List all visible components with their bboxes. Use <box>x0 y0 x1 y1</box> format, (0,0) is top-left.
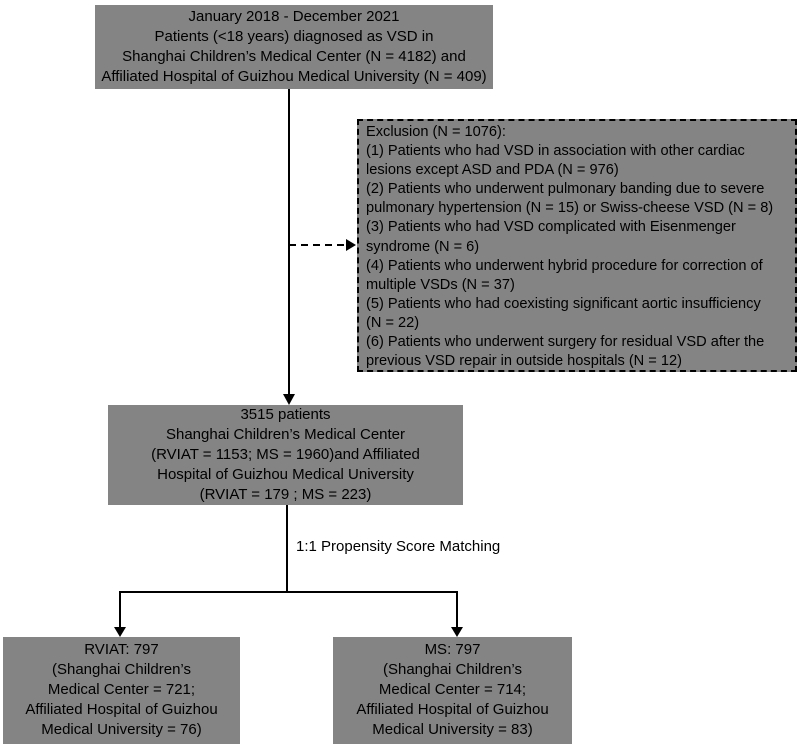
exclusion-line: (5) Patients who had coexisting signific… <box>366 295 761 312</box>
included-patients-line: (RVIAT = 179 ; MS = 223) <box>199 486 372 503</box>
included-patients-line: (RVIAT = 1153; MS = 1960)and Affiliated <box>151 446 420 463</box>
enrollment-line: Patients (<18 years) diagnosed as VSD in <box>154 28 434 45</box>
arrow-exclusion-head <box>346 239 356 251</box>
exclusion-line: (3) Patients who had VSD complicated wit… <box>366 219 736 236</box>
included-patients-box: 3515 patients Shanghai Children’s Medica… <box>108 405 463 505</box>
exclusion-line: syndrome (N = 6) <box>366 238 480 255</box>
ms-group-line: Medical Center = 714; <box>378 681 527 698</box>
rviat-group-line: (Shanghai Children’s <box>52 661 191 678</box>
arrow-left-branch-head <box>114 627 126 637</box>
exclusion-box: Exclusion (N = 1076): (1) Patients who h… <box>357 119 797 372</box>
exclusion-line: Exclusion (N = 1076): <box>366 124 506 140</box>
exclusion-line: (6) Patients who underwent surgery for r… <box>366 334 765 351</box>
included-patients-line: 3515 patients <box>240 406 331 423</box>
ms-group-line: Affiliated Hospital of Guizhou <box>356 701 549 718</box>
exclusion-line: pulmonary hypertension (N = 15) or Swiss… <box>366 200 774 217</box>
arrow-right-branch-head <box>451 627 463 637</box>
rviat-group-line: Medical Center = 721; <box>47 681 196 698</box>
enrollment-line: Affiliated Hospital of Guizhou Medical U… <box>101 68 487 85</box>
included-patients-line: Hospital of Guizhou Medical University <box>157 466 414 483</box>
rviat-group-line: Medical University = 76) <box>41 721 202 738</box>
arrow-top-to-middle-head <box>283 394 295 405</box>
exclusion-line: previous VSD repair in outside hospitals… <box>366 353 682 370</box>
enrollment-line: January 2018 - December 2021 <box>188 8 400 25</box>
ms-group-box: MS: 797 (Shanghai Children’s Medical Cen… <box>333 637 572 744</box>
exclusion-line: (2) Patients who underwent pulmonary ban… <box>366 181 765 198</box>
rviat-group-box: RVIAT: 797 (Shanghai Children’s Medical … <box>3 637 240 744</box>
exclusion-line: multiple VSDs (N = 37) <box>366 276 515 293</box>
enrollment-box: January 2018 - December 2021 Patients (<… <box>95 5 493 89</box>
exclusion-line: (N = 22) <box>366 314 420 331</box>
included-patients-line: Shanghai Children’s Medical Center <box>165 426 406 443</box>
ms-group-line: MS: 797 <box>424 641 481 658</box>
exclusion-line: (4) Patients who underwent hybrid proced… <box>366 257 763 274</box>
rviat-group-line: Affiliated Hospital of Guizhou <box>25 701 218 718</box>
ms-group-line: (Shanghai Children’s <box>383 661 522 678</box>
enrollment-line: Shanghai Children’s Medical Center (N = … <box>122 48 466 65</box>
exclusion-line: (1) Patients who had VSD in association … <box>366 143 745 160</box>
ms-group-line: Medical University = 83) <box>372 721 533 738</box>
propensity-matching-label: 1:1 Propensity Score Matching <box>296 538 501 555</box>
rviat-group-line: RVIAT: 797 <box>84 641 159 658</box>
exclusion-line: lesions except ASD and PDA (N = 976) <box>366 162 619 179</box>
